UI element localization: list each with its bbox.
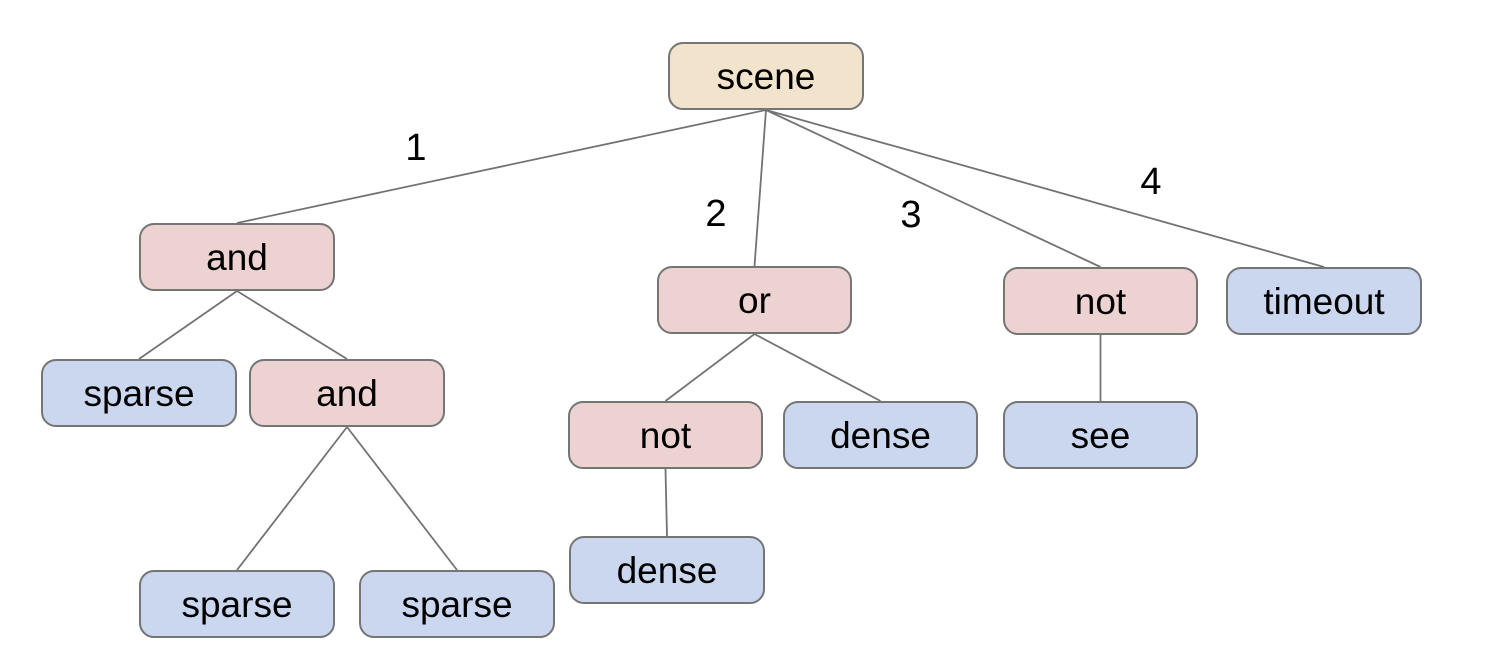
node-sparse2: sparse (139, 570, 335, 638)
edge-scene-to-and1 (236, 109, 767, 224)
edge-and2-to-sparse2 (236, 426, 348, 571)
edge-and1-to-sparse1 (138, 290, 238, 360)
edge-not1-to-dense2 (664, 468, 668, 537)
edge-and1-to-and2 (236, 290, 348, 360)
edge-label-1: 1 (405, 127, 427, 169)
node-scene: scene (668, 42, 864, 110)
edge-or1-to-dense1 (754, 333, 881, 402)
edge-label-4: 4 (1140, 161, 1162, 203)
node-dense1: dense (783, 401, 978, 469)
node-sparse3: sparse (359, 570, 555, 638)
node-not1: not (568, 401, 763, 469)
edge-or1-to-not1 (664, 333, 756, 402)
node-and2: and (249, 359, 445, 427)
edge-scene-to-not2 (765, 109, 1101, 268)
node-or1: or (657, 266, 852, 334)
node-not2: not (1003, 267, 1198, 335)
edge-scene-to-timeout1 (765, 109, 1325, 268)
node-see1: see (1003, 401, 1198, 469)
edge-label-2: 2 (705, 193, 727, 235)
node-sparse1: sparse (41, 359, 237, 427)
edge-scene-to-or1 (753, 109, 767, 267)
node-dense2: dense (569, 536, 765, 604)
edge-and2-to-sparse3 (346, 426, 458, 571)
node-and1: and (139, 223, 335, 291)
node-timeout1: timeout (1226, 267, 1422, 335)
edge-label-3: 3 (900, 194, 922, 236)
